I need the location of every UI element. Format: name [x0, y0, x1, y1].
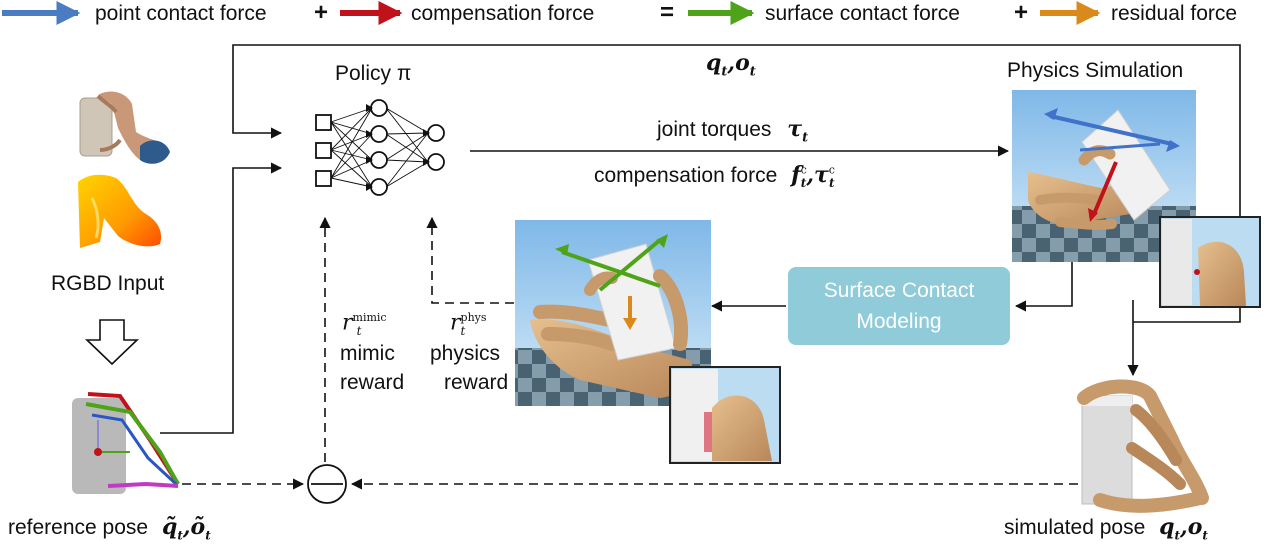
scm-line-1: Surface Contact: [823, 278, 975, 302]
surface-contact-modeling-box: Surface Contact Modeling: [788, 267, 1010, 345]
phys-reward-symbol: rphyst: [450, 310, 487, 338]
physics-simulation-inset: [1159, 216, 1261, 308]
mimic-label-line1: mimic: [340, 342, 395, 365]
compensation-force-label: compensation force fct,τct: [594, 162, 835, 191]
state-label: qt,ot: [706, 50, 756, 80]
phys-label-line1: physics: [430, 342, 501, 365]
legend-point-label: point contact force: [95, 2, 267, 25]
simulated-pose-image: [1077, 379, 1209, 513]
physics-simulation-label: Physics Simulation: [1007, 59, 1184, 82]
phys-reward-dashed: [426, 216, 514, 304]
policy-label: Policy π: [335, 62, 412, 85]
legend-compensation-label: compensation force: [411, 2, 595, 25]
down-hollow-arrow: [85, 319, 139, 366]
simulated-pose-label: simulated pose qt,ot: [1004, 514, 1208, 543]
rgb-hand-image: [79, 91, 170, 164]
connectors: [160, 44, 1241, 490]
reference-pose-label: reference pose q̃t,õt: [8, 514, 211, 543]
legend-residual-label: residual force: [1111, 2, 1238, 25]
legend-plus-2: +: [1014, 0, 1029, 26]
legend-plus-1: +: [314, 0, 329, 26]
simulation-to-scm-line: [1014, 262, 1073, 312]
mimic-label-line2: reward: [340, 371, 405, 394]
physics-reward-scene: [515, 220, 711, 406]
scm-line-2: Modeling: [856, 310, 942, 333]
legend-surface-label: surface contact force: [765, 2, 960, 25]
legend-equals: =: [660, 0, 675, 26]
difference-node: [307, 464, 347, 504]
depth-image: [78, 174, 162, 248]
mimic-reward-symbol: rmimict: [342, 310, 387, 338]
joint-torques-label: joint torques τt: [657, 116, 809, 146]
reference-to-policy-line: [160, 162, 283, 434]
policy-network-icon: [315, 99, 445, 196]
rgbd-input-label: RGBD Input: [51, 272, 165, 295]
reference-pose-image: [72, 392, 180, 494]
phys-label-line2: reward: [444, 371, 509, 394]
feedback-loop-line: [232, 44, 1241, 222]
physics-reward-inset: [669, 366, 781, 464]
